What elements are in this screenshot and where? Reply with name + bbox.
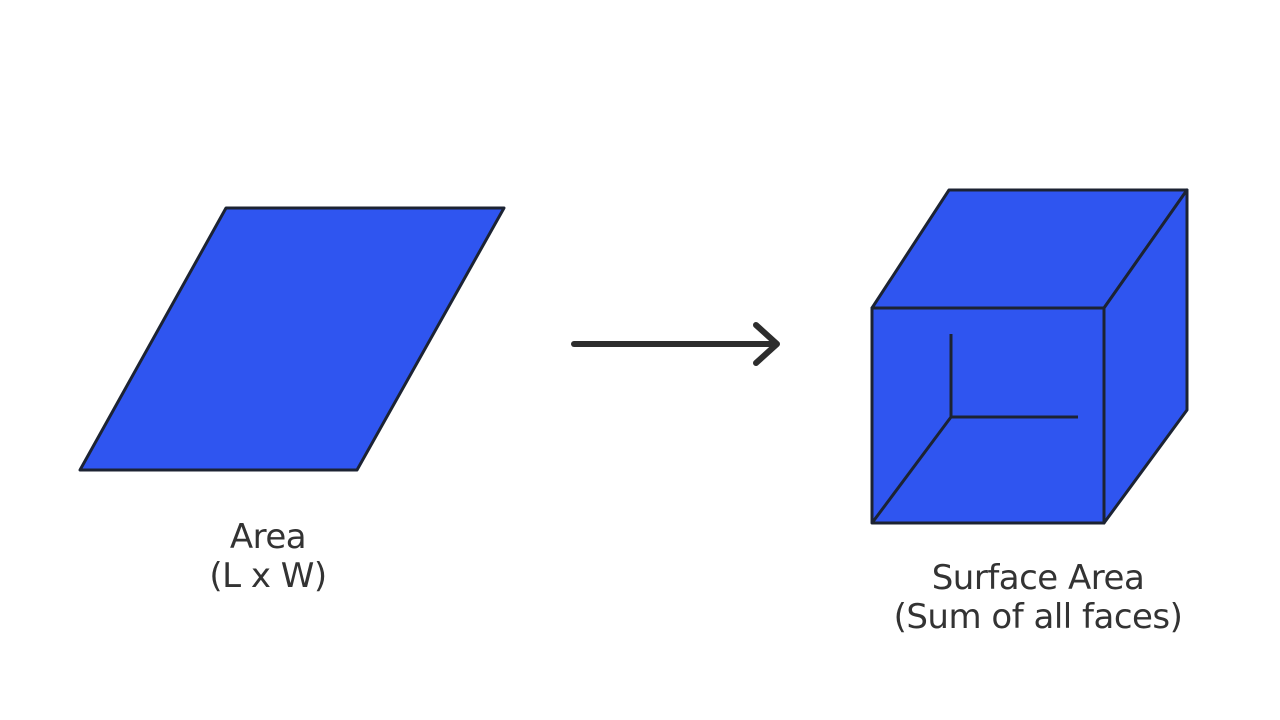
right-arrow-icon [571,322,780,366]
area-formula: (L x W) [209,556,327,596]
surface-area-cube-shape [870,188,1189,525]
area-title: Area [229,517,307,557]
area-parallelogram-shape [78,206,506,472]
cube-inner-diagonal-edge [870,416,953,524]
area-caption: Area (L x W) [118,518,418,596]
surface-area-title: Surface Area [931,558,1145,598]
surface-area-formula: (Sum of all faces) [893,597,1183,637]
surface-area-caption: Surface Area (Sum of all faces) [868,559,1208,637]
arrow-head [753,322,780,366]
